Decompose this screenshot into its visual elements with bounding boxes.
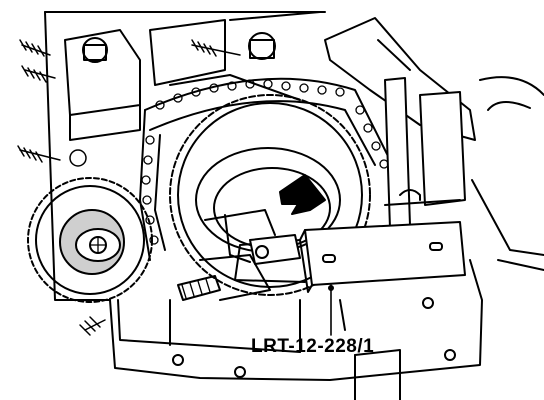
timing-chain (139, 77, 396, 261)
crankshaft-sprocket (27, 177, 153, 303)
tool-leader-line (328, 284, 334, 336)
setting-plate (234, 221, 466, 293)
stud-bolts (17, 39, 241, 336)
rotation-arrow-icon (279, 174, 326, 215)
tensioner-bolt (177, 254, 271, 301)
camshaft-nut (249, 234, 301, 265)
locking-tool-bracket (324, 17, 476, 229)
tool-callout-label: LRT-12-228/1 (251, 336, 375, 357)
engine-block (44, 11, 544, 381)
camshaft-caps (64, 11, 321, 141)
lower-stud (339, 299, 401, 400)
